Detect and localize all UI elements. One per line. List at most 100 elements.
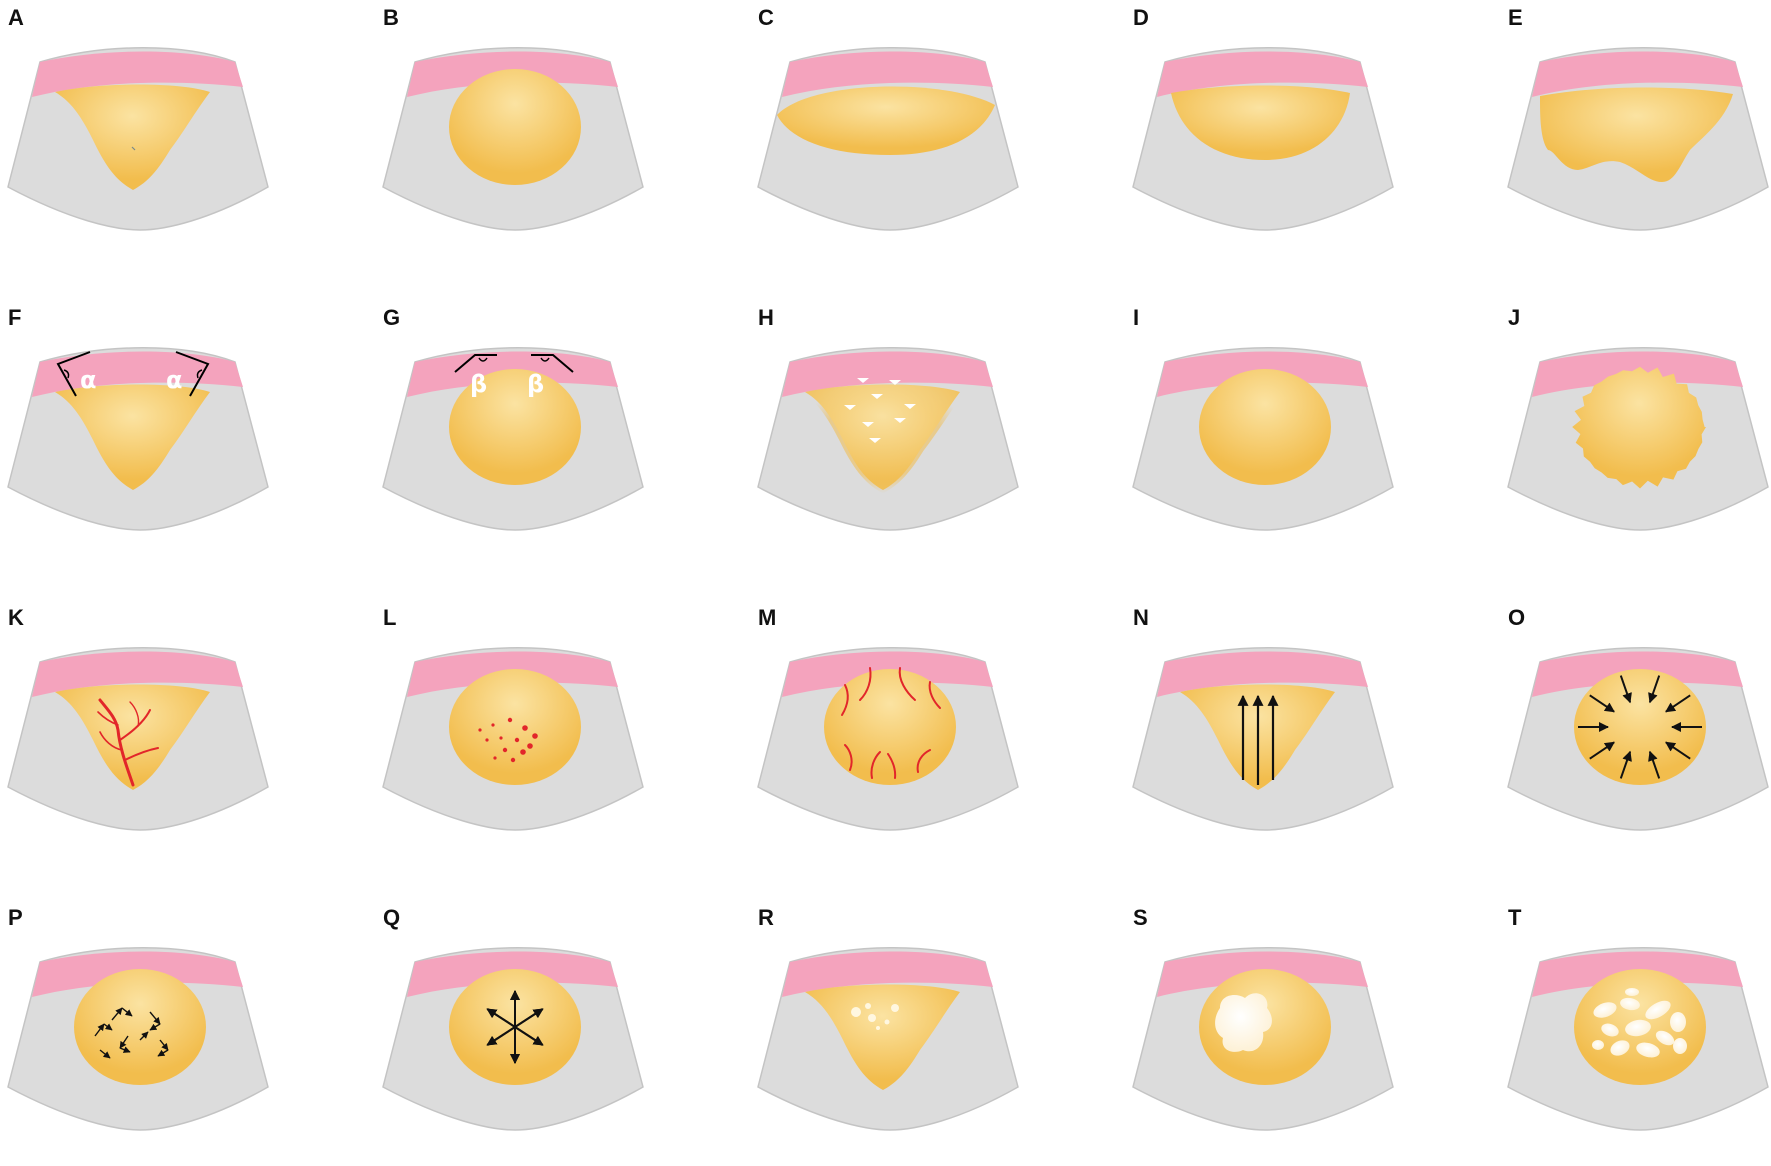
angle-line	[56, 351, 91, 397]
vessel	[98, 698, 135, 787]
cystic-spaces	[1592, 988, 1687, 1058]
panel-label: G	[383, 305, 400, 330]
panel-a: A	[7, 5, 269, 231]
arrow-small	[159, 1039, 169, 1051]
angle-symbol-right: α	[166, 366, 183, 394]
panel-d: D	[1132, 5, 1394, 231]
cyst	[1592, 1040, 1604, 1050]
skin-layer	[782, 951, 993, 997]
lesion	[74, 969, 206, 1085]
lesion	[805, 384, 960, 490]
echo-mark	[862, 422, 874, 427]
cyst	[1670, 1012, 1686, 1032]
angle-line	[531, 354, 574, 373]
panel-label: L	[383, 605, 396, 630]
bright-dot	[868, 1014, 876, 1022]
echo-mark	[894, 418, 906, 423]
arrow-small	[139, 1031, 149, 1041]
vessel	[898, 667, 916, 701]
arrow-inward	[1589, 694, 1615, 713]
lesion	[1574, 669, 1706, 785]
vessel	[859, 667, 872, 701]
vessel-tree	[97, 698, 159, 787]
angle-symbol-right: β	[527, 370, 544, 398]
arrow-outward	[486, 1008, 544, 1046]
panel-label: T	[1508, 905, 1522, 930]
angle-arc	[540, 357, 550, 362]
vessel	[97, 711, 119, 726]
vessel	[129, 701, 140, 727]
panel-label: O	[1508, 605, 1525, 630]
cyst	[1636, 1042, 1660, 1058]
panel-n: N	[1132, 605, 1394, 831]
panel-label: M	[758, 605, 776, 630]
cyst	[1620, 997, 1640, 1011]
skin-layer	[32, 51, 243, 97]
arrows-up	[1237, 694, 1279, 785]
skin-layer	[1157, 651, 1368, 697]
cyst	[1645, 1000, 1671, 1020]
cyst	[1610, 1040, 1630, 1056]
peripheral-vessels	[841, 667, 941, 779]
panel-label: Q	[383, 905, 400, 930]
angle-line	[175, 351, 210, 397]
angle-arc	[478, 357, 488, 362]
cyst	[1625, 988, 1639, 996]
vessel	[99, 731, 123, 751]
echo-mark	[857, 378, 869, 383]
skin-layer	[32, 651, 243, 697]
lesion	[805, 984, 960, 1090]
bright-dot	[876, 1026, 880, 1030]
cyst	[1673, 1038, 1687, 1054]
vessel	[124, 747, 159, 761]
echo-mark	[844, 405, 856, 410]
cyst	[1593, 1002, 1617, 1018]
panel-label: H	[758, 305, 774, 330]
arrow-inward	[1648, 675, 1661, 704]
panel-p: P	[7, 905, 269, 1131]
anechoic-blob	[1215, 993, 1272, 1052]
bright-dot	[884, 1019, 890, 1025]
panel-r: R	[757, 905, 1019, 1131]
color-spots	[478, 717, 538, 763]
arrow-small	[119, 1035, 129, 1049]
angle-symbol-left: α	[80, 366, 97, 394]
color-spot	[507, 717, 513, 723]
lesion	[777, 86, 995, 155]
angle-arc	[63, 369, 70, 379]
panel-label: S	[1133, 905, 1148, 930]
panel-i: I	[1132, 305, 1394, 531]
panel-label: J	[1508, 305, 1520, 330]
arrow-inward	[1665, 741, 1691, 760]
lesion	[449, 369, 581, 485]
color-spot	[532, 733, 538, 739]
panel-l: L	[382, 605, 644, 831]
arrow-small	[121, 1007, 133, 1017]
panel-s: S	[1132, 905, 1394, 1131]
lesion	[55, 384, 210, 490]
panel-label: B	[383, 5, 399, 30]
panel-t: T	[1507, 905, 1769, 1131]
arrow-small	[111, 1007, 123, 1021]
skin-layer	[32, 351, 243, 397]
tiny-mark	[131, 146, 136, 151]
echo-mark	[871, 394, 883, 399]
arrow-small	[149, 1011, 161, 1025]
lesion	[449, 669, 581, 785]
cyst	[1625, 1019, 1651, 1037]
panel-c: C	[757, 5, 1019, 231]
arrow-inward	[1589, 741, 1615, 760]
color-spot	[491, 723, 495, 727]
arrow-small	[103, 1023, 113, 1031]
arrow-small	[157, 1049, 169, 1057]
arrow-small	[119, 1046, 131, 1053]
angle-line	[454, 354, 497, 373]
color-spot	[502, 747, 508, 753]
vessel	[841, 684, 849, 716]
echo-mark	[904, 404, 916, 409]
lesion	[1572, 366, 1706, 489]
arrows-inward	[1578, 675, 1702, 779]
